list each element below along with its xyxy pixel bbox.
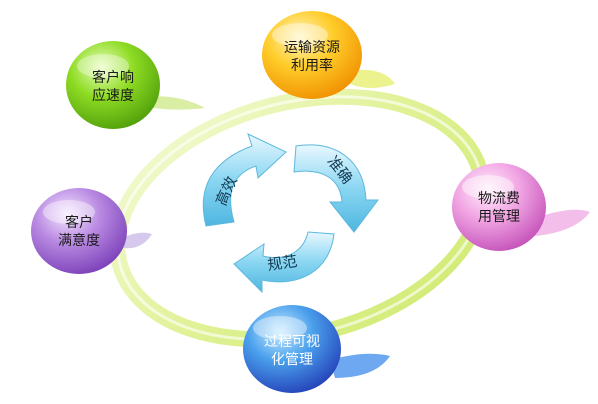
node-label-transport-resource-utilization-line1: 运输资源 xyxy=(284,40,340,56)
cycle-arrow-accuracy: 准确 xyxy=(293,144,379,233)
node-label-customer-satisfaction-line2: 满意度 xyxy=(58,232,100,249)
node-label-customer-response-speed-line1: 客户响 xyxy=(92,69,134,86)
node-customer-satisfaction: 客户 满意度 xyxy=(31,188,127,274)
node-label-process-visual-management-line1: 过程可视 xyxy=(264,334,320,350)
node-label-process-visual-management-line2: 化管理 xyxy=(271,352,313,368)
node-label-transport-resource-utilization-line2: 利用率 xyxy=(291,57,333,74)
node-logistics-cost-management: 物流费 用管理 xyxy=(452,163,546,251)
cycle-label-standardization: 规范 xyxy=(266,252,298,274)
node-label-logistics-cost-management-line1: 物流费 xyxy=(478,191,520,207)
node-label-customer-satisfaction-line1: 客户 xyxy=(65,214,93,231)
node-label-customer-response-speed-line2: 应速度 xyxy=(92,87,134,104)
node-label-logistics-cost-management-line2: 用管理 xyxy=(478,209,520,225)
cycle-arrow-efficiency: 高效 xyxy=(202,133,287,227)
node-customer-response-speed: 客户响 应速度 xyxy=(66,41,160,129)
node-transport-resource-utilization: 运输资源 利用率 xyxy=(262,11,362,99)
cycle-arrow-standardization: 规范 xyxy=(233,231,335,294)
node-process-visual-management: 过程可视 化管理 xyxy=(243,305,341,393)
